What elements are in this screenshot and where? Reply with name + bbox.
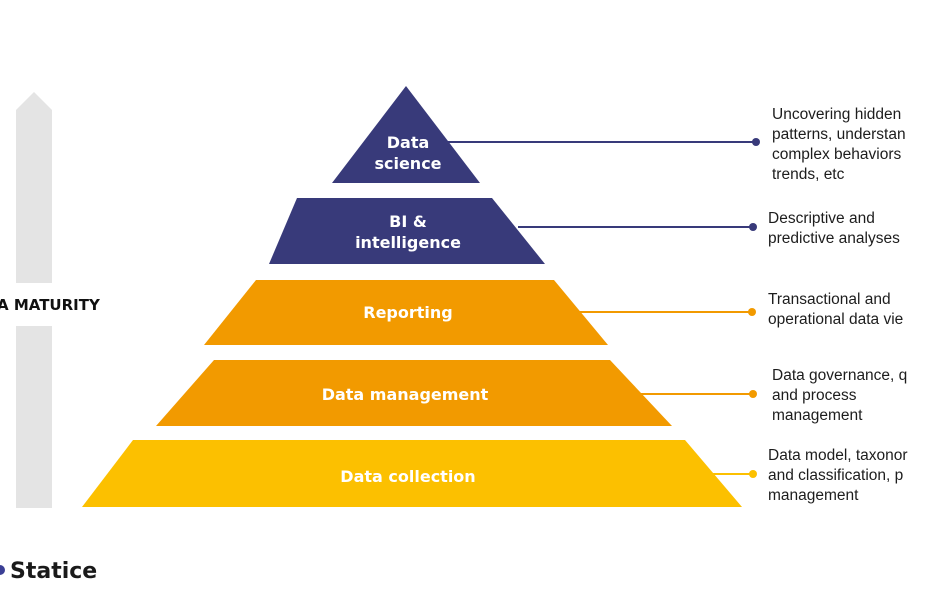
tier-labels: Data science BI & intelligence Reporting… [322, 133, 489, 486]
tier-label: Data collection [340, 467, 475, 486]
description-line: Descriptive and [768, 210, 875, 227]
tier-label: Reporting [363, 303, 452, 322]
description-line: Data governance, q [772, 367, 907, 384]
tier-data-collection [82, 440, 742, 507]
tier-bi-intelligence [269, 198, 545, 264]
description-line: complex behaviors [772, 146, 901, 163]
connector-dot [749, 390, 757, 398]
connector-dot [749, 223, 757, 231]
tier-label: BI & [389, 212, 427, 231]
description-line: management [768, 487, 859, 504]
description-line: Transactional and [768, 291, 891, 308]
description-line: and process [772, 387, 857, 404]
tier-label: science [374, 154, 441, 173]
pyramid [82, 86, 742, 507]
tier-label: intelligence [355, 233, 461, 252]
tier-label: Data [387, 133, 430, 152]
description-line: management [772, 407, 863, 424]
maturity-arrow: A MATURITY [0, 92, 101, 508]
tier-descriptions: Uncovering hidden patterns, understan co… [768, 106, 908, 504]
maturity-arrow-head [16, 92, 52, 283]
connector-dot [749, 470, 757, 478]
connectors [445, 138, 760, 478]
maturity-arrow-shaft [16, 326, 52, 508]
description-line: trends, etc [772, 166, 845, 183]
description-line: Data model, taxonor [768, 447, 908, 464]
tier-reporting [204, 280, 608, 345]
connector-dot [752, 138, 760, 146]
maturity-axis-label: A MATURITY [0, 296, 101, 314]
brand-name: Statice [10, 559, 97, 584]
description-line: operational data vie [768, 311, 903, 328]
description-line: and classification, p [768, 467, 903, 484]
description-line: Uncovering hidden [772, 106, 901, 123]
tier-data-management [156, 360, 672, 426]
tier-data-science [332, 86, 480, 183]
brand: Statice [0, 559, 97, 584]
tier-label: Data management [322, 385, 489, 404]
connector-dot [748, 308, 756, 316]
description-line: predictive analyses [768, 230, 900, 247]
description-line: patterns, understan [772, 126, 906, 143]
statice-logo-icon [0, 565, 5, 575]
